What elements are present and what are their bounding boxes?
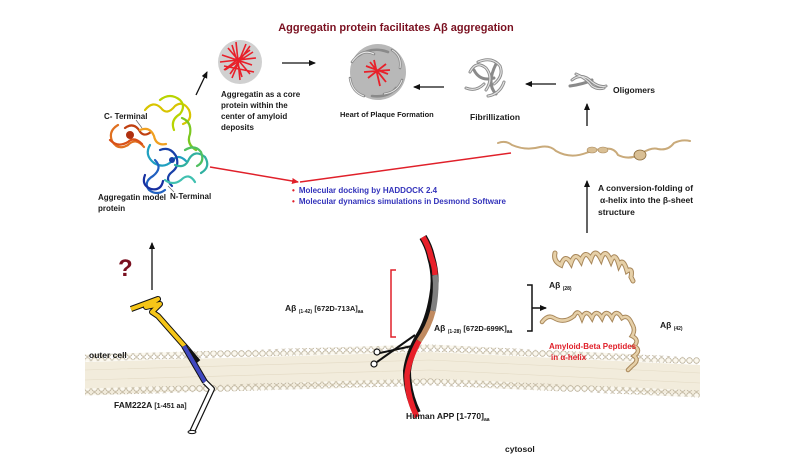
peptide-ab42-label: Aβ (42) xyxy=(660,320,683,334)
peptides-caption-line2: in α-helix xyxy=(551,353,587,362)
abeta28-range: [672D-699K] xyxy=(463,324,507,333)
plaque-illustration xyxy=(348,44,406,100)
conversion-line2: α-helix into the β-sheet xyxy=(600,195,694,205)
abeta28-helix xyxy=(552,250,636,284)
abeta42-cleavage-label: Aβ (1-42) [672D-713A]aa xyxy=(285,303,363,317)
ab42-sub: (42) xyxy=(673,326,683,332)
abeta42-helix xyxy=(539,310,641,373)
scissors-icon xyxy=(370,334,416,368)
abeta42-sub: (1-42) xyxy=(298,309,313,315)
cytosol-label: cytosol xyxy=(505,444,535,454)
fibrillization-illustration xyxy=(464,58,506,98)
method-item-dynamics: •Molecular dynamics simulations in Desmo… xyxy=(292,197,506,207)
method-text: Molecular dynamics simulations in Desmon… xyxy=(298,197,506,206)
conversion-line3: structure xyxy=(598,207,635,217)
cell-membrane xyxy=(84,344,701,398)
abeta28-sub: (1-28) xyxy=(447,329,462,335)
model-caption-line2: protein xyxy=(98,204,126,213)
beta-strand-peptide xyxy=(497,139,691,161)
fam222a-protein xyxy=(129,296,215,435)
method-item-docking: •Molecular docking by HADDOCK 2.4 xyxy=(292,186,437,196)
aggregatin-model-structure xyxy=(108,94,209,195)
c-terminal-pointer xyxy=(135,119,143,129)
peptide-bracket xyxy=(527,284,546,332)
abeta28-aa: aa xyxy=(506,329,513,335)
fibrillization-label: Fibrillization xyxy=(470,112,521,122)
abeta42-main: Aβ xyxy=(285,303,297,313)
fam222a-label: FAM222A [1-451 aa] xyxy=(114,400,187,412)
abeta28-main: Aβ xyxy=(434,323,446,333)
core-caption-line1: Aggregatin as a core xyxy=(221,90,301,99)
plaque-label: Heart of Plaque Formation xyxy=(340,110,434,119)
bullet-icon: • xyxy=(292,186,295,195)
peptide-ab28-label: Aβ (28) xyxy=(549,280,572,294)
bullet-icon: • xyxy=(292,197,295,206)
peptides-caption-line1: Amyloid-Beta Peptides xyxy=(549,342,637,351)
app-protein xyxy=(402,234,439,419)
app-sub: aa xyxy=(483,417,490,423)
core-caption-line2: protein within the xyxy=(221,101,288,110)
ab28-main: Aβ xyxy=(549,280,561,290)
model-caption-line1: Aggregatin model xyxy=(98,193,167,202)
diagram-title: Aggregatin protein facilitates Aβ aggreg… xyxy=(278,22,514,34)
core-caption-line3: center of amyloid xyxy=(221,112,288,121)
app-name: Human APP [1-770] xyxy=(406,411,484,421)
app-label: Human APP [1-770]aa xyxy=(406,411,490,425)
aggregatin-core-illustration xyxy=(218,40,262,84)
oligomers-label: Oligomers xyxy=(613,85,656,95)
abeta42-bracket xyxy=(390,269,396,338)
fam222a-range: [1-451 aa] xyxy=(154,403,187,410)
abeta28-cleavage-label: Aβ (1-28) [672D-699K]aa xyxy=(434,323,512,337)
red-arrow-strand-to-methods xyxy=(299,152,512,183)
ab42-main: Aβ xyxy=(660,320,672,330)
method-text: Molecular docking by HADDOCK 2.4 xyxy=(298,186,438,195)
outer-cell-label: outer cell xyxy=(89,350,127,360)
abeta42-aa: aa xyxy=(357,309,364,315)
n-terminal-pointer xyxy=(167,185,175,193)
oligomers-illustration xyxy=(568,72,608,91)
core-caption-line4: deposits xyxy=(221,123,254,132)
arrow-model-to-core xyxy=(195,71,208,96)
ab28-sub: (28) xyxy=(562,286,572,292)
c-terminal-label: C- Terminal xyxy=(104,112,148,121)
conversion-line1: A conversion-folding of xyxy=(598,183,694,193)
question-mark: ? xyxy=(118,255,133,282)
abeta42-range: [672D-713A] xyxy=(314,304,358,313)
fam222a-name: FAM222A xyxy=(114,400,152,410)
red-arrow-model-to-methods xyxy=(209,166,299,184)
n-terminal-label: N-Terminal xyxy=(170,192,212,201)
